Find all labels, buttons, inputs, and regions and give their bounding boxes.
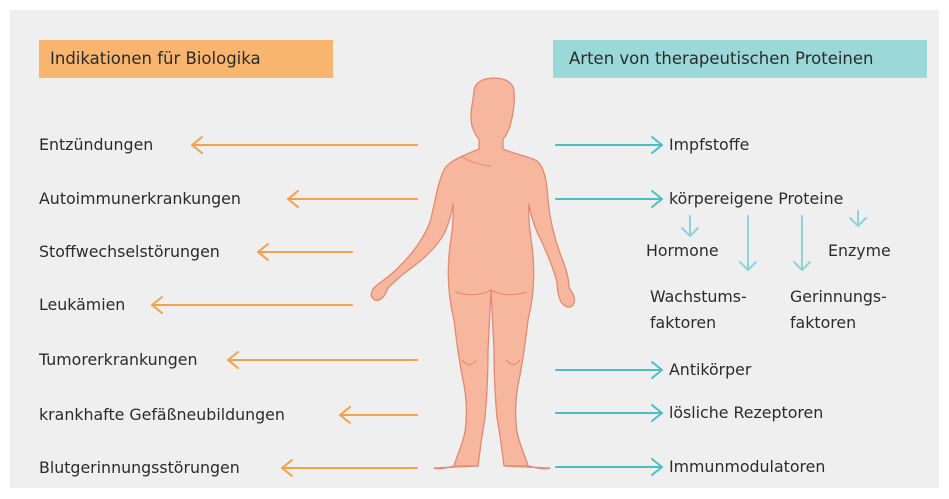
- arrow-right-icon: [556, 459, 662, 475]
- arrow-left-icon: [282, 460, 417, 476]
- arrow-down-icon: [850, 211, 866, 226]
- figure-foot-right: [504, 466, 550, 469]
- arrow-right-icon: [556, 137, 662, 153]
- arrow-right-icon: [556, 362, 662, 378]
- figure-foot-left: [434, 466, 478, 469]
- arrow-right-icon: [556, 191, 662, 207]
- arrow-left-icon: [192, 137, 417, 153]
- arrow-left-icon: [152, 297, 352, 313]
- arrow-down-icon: [682, 216, 698, 236]
- arrow-down-icon: [740, 216, 756, 270]
- human-figure-icon: [371, 78, 574, 469]
- figure-body: [371, 78, 574, 466]
- arrow-down-icon: [794, 216, 810, 270]
- arrow-right-icon: [556, 405, 662, 421]
- arrow-left-icon: [288, 191, 417, 207]
- indication-arrows: [152, 137, 417, 476]
- subtype-arrows: [682, 211, 866, 270]
- arrow-left-icon: [258, 244, 352, 260]
- arrow-left-icon: [340, 407, 417, 423]
- arrow-left-icon: [228, 352, 417, 368]
